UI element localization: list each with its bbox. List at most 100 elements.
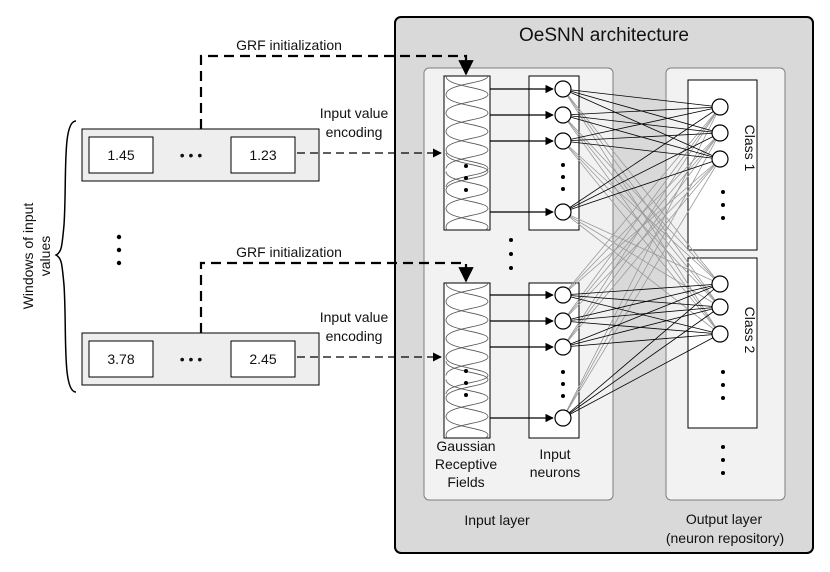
windows-ellipsis-dot <box>116 247 122 253</box>
connection <box>562 306 721 348</box>
grf-label-line3: Fields <box>447 474 484 490</box>
ellipsis-dot <box>721 396 725 400</box>
class1-label: Class 1 <box>742 125 758 172</box>
connection <box>562 106 721 116</box>
connection <box>562 283 721 322</box>
output-neuron <box>711 275 729 293</box>
connection <box>562 306 721 419</box>
connection <box>562 132 721 213</box>
connection <box>562 132 721 142</box>
input-neuron <box>554 286 572 304</box>
connection-gray <box>562 106 721 322</box>
window-bottom-last-value: 2.45 <box>249 351 276 367</box>
gaussian-curve <box>445 76 489 95</box>
input-neuron <box>554 409 572 427</box>
ellipsis-dot <box>464 176 468 180</box>
output-neuron <box>711 298 729 316</box>
ellipsis-dot <box>561 163 565 167</box>
grf-init-arrow-bottom <box>199 261 474 333</box>
connection-gray <box>562 211 721 285</box>
window-bottom-ellipsis: • • • <box>180 351 203 367</box>
connection <box>562 158 721 213</box>
connection <box>562 320 721 335</box>
ellipsis-dot <box>561 187 565 191</box>
grf-init-label-bottom: GRF initialization <box>236 244 342 260</box>
input-neurons-box-bottom <box>528 282 580 439</box>
architecture-title: OeSNN architecture <box>519 25 689 46</box>
output-neuron <box>711 98 729 116</box>
gaussian-curve <box>445 208 489 230</box>
ellipsis-dot <box>721 216 725 220</box>
brace-label-line1: Windows of input <box>20 203 36 310</box>
connection-gray <box>562 132 721 419</box>
connection-gray <box>562 114 721 308</box>
encoding-label-top-line1: Input value <box>320 105 389 121</box>
ellipsis-dot <box>561 370 565 374</box>
windows-ellipsis-dot <box>116 234 122 240</box>
window-top-last-value: 1.23 <box>249 147 276 163</box>
ellipsis-dot <box>509 266 513 270</box>
input-neuron <box>554 338 572 356</box>
input-neuron <box>554 312 572 330</box>
input-neurons-label-line1: Input <box>539 446 570 462</box>
connection-gray <box>562 114 721 285</box>
connection-gray <box>562 140 721 285</box>
output-neuron <box>711 150 729 168</box>
grf-init-arrow-top <box>199 54 474 129</box>
ellipsis-dot <box>509 252 513 256</box>
gaussian-curve <box>445 283 489 321</box>
ellipsis-dot <box>509 238 513 242</box>
grf-init-label-top: GRF initialization <box>236 37 342 53</box>
connection <box>562 106 721 213</box>
ellipsis-dot <box>561 382 565 386</box>
ellipsis-dot <box>721 471 725 475</box>
brace-label-line2: values <box>37 236 53 276</box>
connection-gray <box>562 140 721 335</box>
connection-gray <box>562 88 721 285</box>
ellipsis-dot <box>561 175 565 179</box>
connection-gray <box>562 158 721 348</box>
ellipsis-dot <box>721 458 725 462</box>
gaussian-curve <box>445 94 489 132</box>
output-layer-label-line1: Output layer <box>686 511 763 527</box>
connection <box>562 140 721 160</box>
gaussian-curve <box>445 301 489 339</box>
input-neuron <box>554 106 572 124</box>
connection <box>562 283 721 348</box>
input-layer-label: Input layer <box>464 512 530 528</box>
connection <box>562 333 721 419</box>
gaussian-curve <box>445 131 489 169</box>
connection <box>562 294 721 308</box>
connection <box>562 283 721 296</box>
encoding-label-bottom-line2: encoding <box>326 328 383 344</box>
window-top-last-cell <box>230 136 296 174</box>
grf-box-top <box>443 75 491 231</box>
ellipsis-dot <box>464 381 468 385</box>
output-layer-label-line2: (neuron repository) <box>666 530 784 546</box>
gaussian-curve <box>445 152 489 191</box>
connection <box>562 106 721 142</box>
gaussian-curve <box>445 379 489 417</box>
input-neurons-label-line2: neurons <box>530 464 581 480</box>
ellipsis-dot <box>721 383 725 387</box>
connection-gray <box>562 106 721 419</box>
gaussian-curve <box>445 397 489 436</box>
connection-gray <box>562 106 721 296</box>
ellipsis-dot <box>721 445 725 449</box>
connection <box>562 283 721 419</box>
grf-label-line1: Gaussian <box>436 438 495 454</box>
gaussian-curve <box>445 171 489 209</box>
gaussian-curve <box>445 189 489 228</box>
gaussian-curve <box>445 149 489 188</box>
class2-label: Class 2 <box>742 307 758 354</box>
windows-brace <box>54 120 77 393</box>
ellipsis-dot <box>721 190 725 194</box>
ellipsis-dot <box>464 369 468 373</box>
ellipsis-dot <box>721 203 725 207</box>
input-neuron <box>554 132 572 150</box>
connection-gray <box>562 132 721 348</box>
encoding-label-top-line2: encoding <box>326 124 383 140</box>
connection <box>562 294 721 335</box>
ellipsis-dot <box>561 394 565 398</box>
